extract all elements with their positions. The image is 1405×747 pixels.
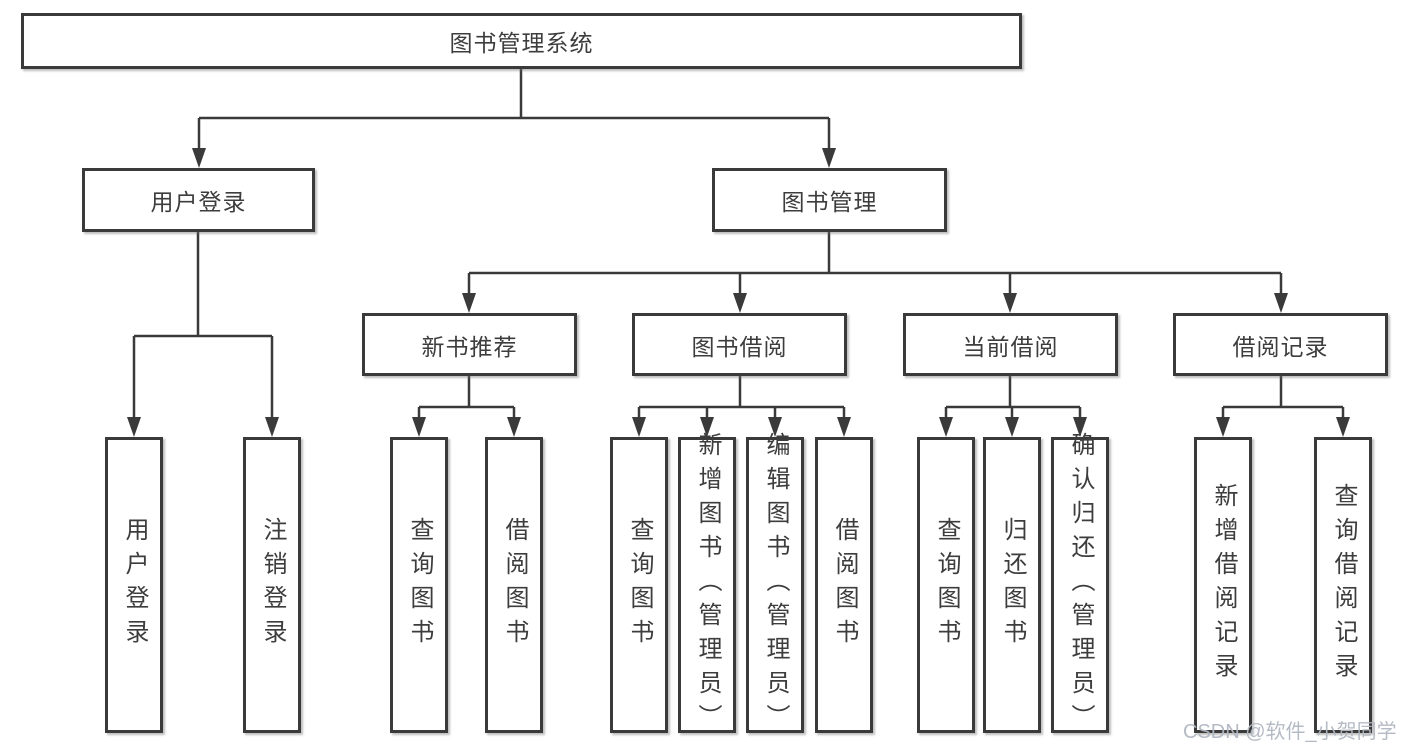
leaf-user-login: 用户登录 [105, 437, 163, 733]
leaf-label: 确认归还（管理员） [1067, 432, 1094, 738]
leaf-query-book-under-current: 查询图书 [917, 437, 975, 733]
leaf-label: 新增借阅记录 [1210, 483, 1237, 687]
leaf-query-book-under-recommend: 查询图书 [390, 437, 448, 733]
edge-userlogin-to-leaves [132, 232, 274, 419]
node-label: 图书管理 [781, 189, 878, 215]
leaf-borrow-book-under-borrow: 借阅图书 [815, 437, 873, 733]
leaf-label: 查询图书 [933, 517, 960, 653]
edge-root-to-level2 [197, 69, 831, 150]
leaf-label: 借阅图书 [831, 517, 858, 653]
arrowheads [127, 148, 1350, 437]
edge-bookborrow-to-leaves [637, 376, 846, 419]
node-label: 借阅记录 [1232, 333, 1329, 360]
leaf-add-book-admin: 新增图书（管理员） [678, 432, 736, 738]
leaf-label: 查询图书 [626, 517, 653, 653]
leaf-confirm-return-admin: 确认归还（管理员） [1051, 432, 1109, 738]
edge-newbookrec-to-leaves [417, 376, 516, 419]
leaf-add-borrow-record: 新增借阅记录 [1194, 437, 1252, 733]
leaf-edit-book-admin: 编辑图书（管理员） [746, 432, 804, 738]
leaf-label: 用户登录 [121, 517, 148, 653]
leaf-label: 注销登录 [259, 517, 286, 653]
node-current-borrow: 当前借阅 [903, 313, 1118, 376]
node-label: 用户登录 [150, 189, 247, 215]
node-book-borrow: 图书借阅 [632, 313, 847, 376]
leaf-label: 查询借阅记录 [1330, 483, 1357, 687]
csdn-watermark: CSDN @软件_小贺同学 [1183, 721, 1397, 743]
leaf-label: 归还图书 [999, 517, 1026, 653]
edge-bookmgmt-to-level3 [467, 232, 1283, 295]
leaf-logout: 注销登录 [243, 437, 301, 733]
node-label: 图书管理系统 [449, 30, 594, 56]
node-label: 新书推荐 [421, 333, 518, 360]
leaf-label: 借阅图书 [501, 517, 528, 653]
edge-currentborrow-to-leaves [944, 376, 1082, 419]
node-user-login: 用户登录 [82, 168, 315, 232]
leaf-label: 新增图书（管理员） [694, 432, 721, 738]
node-new-book-recommend: 新书推荐 [362, 313, 577, 376]
leaf-label: 编辑图书（管理员） [762, 432, 789, 738]
node-library-management-system: 图书管理系统 [21, 13, 1022, 69]
node-borrow-record: 借阅记录 [1173, 313, 1388, 376]
node-label: 图书借阅 [691, 333, 788, 360]
node-book-management: 图书管理 [712, 168, 947, 232]
leaf-label: 查询图书 [406, 517, 433, 653]
leaf-borrow-book-under-recommend: 借阅图书 [485, 437, 543, 733]
edge-borrowrecord-to-leaves [1221, 376, 1345, 419]
leaf-query-borrow-record: 查询借阅记录 [1314, 437, 1372, 733]
leaf-query-book-under-borrow: 查询图书 [610, 437, 668, 733]
node-label: 当前借阅 [962, 333, 1059, 360]
leaf-return-book: 归还图书 [983, 437, 1041, 733]
